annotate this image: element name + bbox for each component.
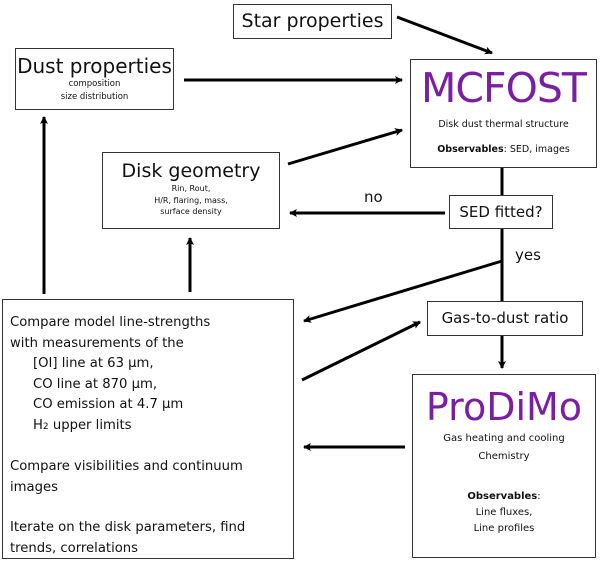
node-observables: Observables: xyxy=(413,489,595,505)
node-title: Disk geometry xyxy=(121,160,261,182)
node-mcfost: MCFOST Disk dust thermal structure Obser… xyxy=(410,59,597,168)
compare-line: Iterate on the disk parameters, find xyxy=(10,520,246,535)
observable-item: Line profiles xyxy=(473,523,535,534)
h2-subscript: 2 xyxy=(42,421,49,432)
compare-item-h2: H2 upper limits xyxy=(10,416,293,438)
node-description: Chemistry xyxy=(478,451,530,462)
compare-item: [OI] line at 63 µm, xyxy=(33,356,154,371)
edge-label-no: no xyxy=(364,188,383,206)
compare-line: with measurements of the xyxy=(10,335,184,351)
compare-item: CO line at 870 µm, xyxy=(33,376,158,392)
arrow-geometry-to-mcfost xyxy=(287,128,403,166)
node-detail: surface density xyxy=(160,207,222,216)
node-observables: Observables: SED, images xyxy=(411,144,596,155)
node-sed-fitted-decision: SED fitted? xyxy=(449,195,553,229)
observables-value: : SED, images xyxy=(503,144,570,155)
node-detail: size distribution xyxy=(60,92,129,102)
h2-symbol: H xyxy=(33,417,43,433)
node-description: Disk dust thermal structure xyxy=(438,119,569,130)
node-title: MCFOST xyxy=(421,64,587,112)
node-title: Gas-to-dust ratio xyxy=(441,309,569,327)
compare-line: Compare visibilities and continuum xyxy=(10,459,243,474)
arrow-yes-to-compare xyxy=(303,259,503,323)
node-gas-to-dust-ratio: Gas-to-dust ratio xyxy=(427,301,583,336)
compare-line: Compare model line-strengths xyxy=(10,315,211,330)
node-compare-models: Compare model line-strengths with measur… xyxy=(2,299,294,559)
arrow-star-to-mcfost xyxy=(396,15,493,55)
node-prodimo: ProDiMo Gas heating and cooling Chemistr… xyxy=(412,374,596,558)
node-detail: Rin, Rout, xyxy=(171,184,211,193)
compare-line: trends, correlations xyxy=(10,540,139,556)
node-detail: composition xyxy=(68,79,121,89)
arrow-compare-to-g2d xyxy=(301,320,421,382)
edge-label-yes: yes xyxy=(515,246,541,264)
observable-item: Line fluxes, xyxy=(475,507,533,518)
node-description: Gas heating and cooling xyxy=(443,433,565,444)
node-disk-geometry: Disk geometry Rin, Rout, H/R, flaring, m… xyxy=(102,152,280,229)
node-dust-properties: Dust properties composition size distrib… xyxy=(15,48,174,110)
node-title: SED fitted? xyxy=(459,203,543,221)
compare-item: CO emission at 4.7 µm xyxy=(33,397,184,412)
compare-line: images xyxy=(10,479,58,495)
h2-text: upper limits xyxy=(48,417,132,433)
observables-colon: : xyxy=(537,491,541,502)
observables-label: Observables xyxy=(467,491,538,502)
observables-label: Observables xyxy=(437,144,504,155)
node-detail: H/R, flaring, mass, xyxy=(154,195,228,205)
node-title: Dust properties xyxy=(17,54,172,78)
node-star-properties: Star properties xyxy=(233,4,392,39)
node-title: Star properties xyxy=(241,10,384,32)
node-title: ProDiMo xyxy=(425,385,583,429)
